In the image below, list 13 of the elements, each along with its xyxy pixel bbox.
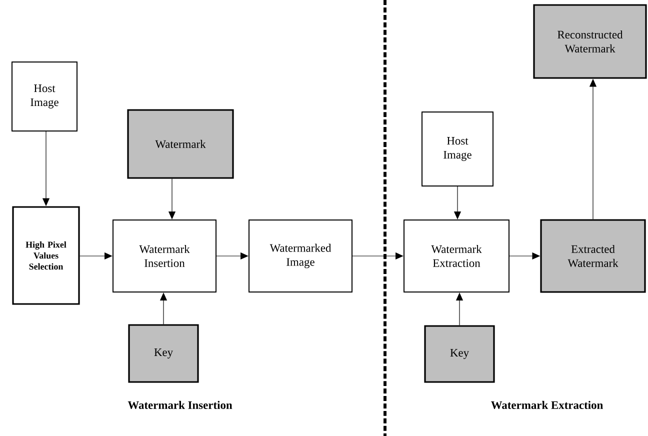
process-box: High Pixel Values Selection	[12, 206, 80, 305]
process-box: Host Image	[422, 112, 494, 186]
input-box: Watermark	[127, 109, 234, 179]
input-box: Key	[128, 324, 199, 383]
process-box: Host Image	[12, 62, 78, 132]
section-label: Watermark Insertion	[128, 400, 232, 410]
output-box: Reconstructed Watermark	[533, 4, 647, 79]
output-box: Extracted Watermark	[540, 219, 646, 293]
section-label: Watermark Extraction	[491, 400, 603, 410]
process-box: Watermark Insertion	[112, 220, 216, 292]
input-box: Key	[424, 325, 495, 383]
process-box: Watermarked Image	[248, 220, 352, 292]
process-box: Watermark Extraction	[404, 220, 510, 292]
